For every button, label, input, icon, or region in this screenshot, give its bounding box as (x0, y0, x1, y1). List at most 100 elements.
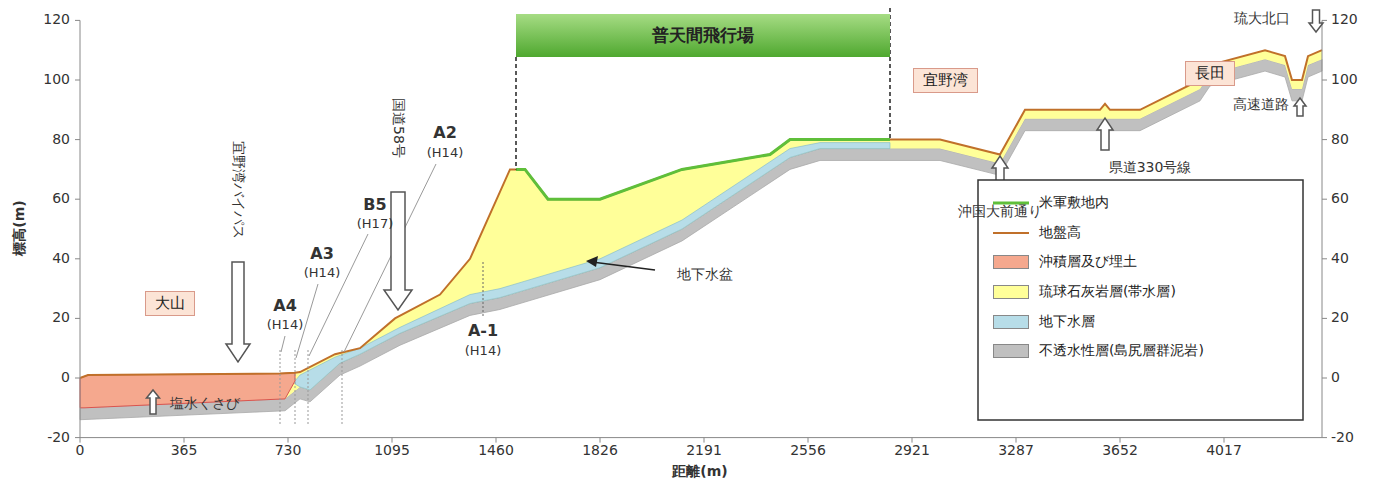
tick (75, 437, 80, 438)
label: A4 (273, 297, 297, 315)
borehole-line (342, 350, 343, 425)
place-box: 大山 (145, 291, 195, 316)
label: (H14) (304, 266, 340, 280)
base-ground-line (516, 140, 890, 200)
legend-text: 沖積層及び埋土 (1039, 253, 1137, 271)
leader-line (309, 234, 368, 356)
label: A2 (433, 124, 457, 142)
road-arrow (384, 192, 412, 310)
label: 1460 (478, 443, 514, 458)
label: 60 (1331, 191, 1349, 206)
legend-row: 地下水層 (993, 312, 1095, 332)
legend-row: 不透水性層(島尻層群泥岩) (993, 341, 1204, 361)
tick (1322, 199, 1327, 200)
label: 4017 (1206, 443, 1242, 458)
legend-swatch (993, 315, 1029, 329)
label: 3287 (998, 443, 1034, 458)
label: 2921 (894, 443, 930, 458)
tick (912, 438, 913, 443)
label: 100 (43, 72, 70, 87)
x-axis (80, 437, 1322, 438)
pointer-head (586, 256, 598, 267)
label: A3 (310, 245, 334, 263)
label: 距離(m) (672, 464, 727, 479)
node-text: 長田 (1195, 64, 1225, 83)
legend-spacer (993, 226, 1029, 240)
leaders (281, 164, 436, 358)
legend-text: 不透水性層(島尻層群泥岩) (1039, 342, 1204, 360)
tick (288, 438, 289, 443)
road-arrow (1309, 10, 1323, 32)
label: (H14) (427, 146, 463, 160)
place-box: 宜野湾 (913, 68, 978, 93)
road-arrow (1294, 98, 1306, 116)
pointer-line (592, 262, 655, 270)
road-arrow (226, 262, 250, 362)
tick (1322, 378, 1327, 379)
tick (1322, 20, 1327, 21)
groundwater-layer (295, 143, 890, 390)
legend-line-sample (993, 232, 1029, 234)
label: 80 (1331, 132, 1349, 147)
boundary-dash (515, 57, 517, 169)
legend-swatch (993, 285, 1029, 299)
tick (1322, 437, 1327, 438)
tick (75, 80, 80, 81)
tick (75, 199, 80, 200)
label: 塩水くさび (170, 396, 240, 411)
node-text: 宜野湾 (923, 71, 968, 90)
label: 60 (52, 191, 70, 206)
label: 高速道路 (1233, 97, 1289, 112)
tick (75, 318, 80, 319)
tick (600, 438, 601, 443)
label: 120 (1331, 13, 1358, 28)
airfield-band: 普天間飛行場 (516, 14, 890, 57)
tick (1120, 438, 1121, 443)
label: 2191 (686, 443, 722, 458)
label: B5 (363, 196, 386, 214)
label: 20 (52, 311, 70, 326)
tick (1322, 139, 1327, 140)
label: 沖国大前通り (958, 204, 1042, 219)
label: 2556 (790, 443, 826, 458)
axes (75, 20, 1327, 442)
borehole-line (280, 350, 281, 425)
geology (80, 50, 1322, 420)
legend-spacer (993, 196, 1029, 210)
legend-row: 地盤高 (993, 223, 1081, 243)
label: 国道58号 (390, 98, 405, 158)
y-axis-right (1322, 20, 1323, 437)
legend-text: 米軍敷地内 (1039, 194, 1109, 212)
legend-text: 地下水層 (1039, 313, 1095, 331)
label: 県道330号線 (1109, 160, 1192, 175)
leader-line (344, 164, 436, 352)
label: 宜野湾バイパス (230, 141, 245, 239)
label: 地下水盆 (677, 267, 733, 282)
label: 80 (52, 132, 70, 147)
label: 標高(m) (12, 200, 27, 255)
label: 20 (1331, 311, 1349, 326)
tick (1224, 438, 1225, 443)
legend-swatch (993, 344, 1029, 358)
label: 0 (61, 370, 70, 385)
label: 40 (52, 251, 70, 266)
legend-text: 地盤高 (1039, 224, 1081, 242)
label: 0 (76, 443, 85, 458)
label: -20 (1331, 430, 1354, 445)
label: (H14) (267, 318, 303, 332)
label: 365 (171, 443, 198, 458)
tick (75, 20, 80, 21)
tick (75, 258, 80, 259)
label: 120 (43, 13, 70, 28)
y-axis-left (80, 20, 81, 437)
label: A-1 (468, 322, 498, 340)
label: 1095 (374, 443, 410, 458)
label: 0 (1331, 370, 1340, 385)
tick (184, 438, 185, 443)
legend-row: 琉球石灰岩層(帯水層) (993, 282, 1176, 302)
legend-row: 米軍敷地内 (993, 193, 1109, 213)
borehole-line (295, 350, 296, 425)
tick (80, 438, 81, 443)
